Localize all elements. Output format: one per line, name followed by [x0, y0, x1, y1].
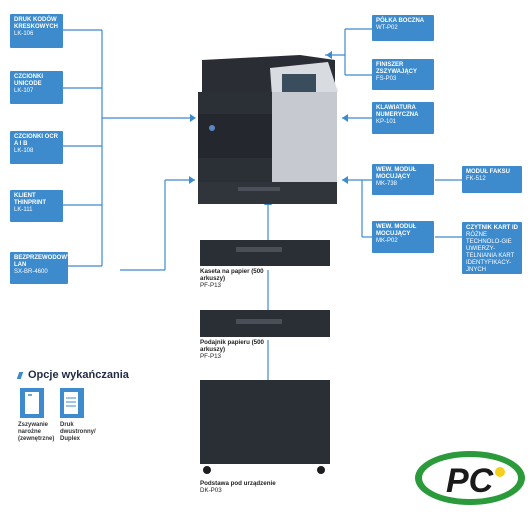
finishing-item-label: Druk dwustronny/ Duplex	[60, 422, 96, 442]
printer-illustration	[198, 55, 338, 204]
finishing-item-label: Zszywanie narożne (zewnętrzne)	[18, 422, 55, 442]
finishing-title: Opcje wykańczania	[28, 369, 129, 381]
corner-staple-icon	[20, 388, 44, 418]
pc-logo: PC	[415, 451, 525, 505]
paper-cassette-illustration	[200, 240, 330, 266]
label-paper-feeder: Podajnik papieru (500 arkuszy)PF-P13	[200, 339, 264, 360]
label-paper-cassette: Kaseta na papier (500 arkuszy)PF-P13	[200, 268, 264, 289]
box-ocr-fonts: CZCIONKI OCR A i BLK-108	[10, 131, 63, 164]
paper-feeder-illustration	[200, 310, 330, 337]
stand-illustration	[200, 380, 330, 474]
duplex-print-icon	[60, 388, 84, 418]
logo-text: PC	[446, 462, 494, 500]
